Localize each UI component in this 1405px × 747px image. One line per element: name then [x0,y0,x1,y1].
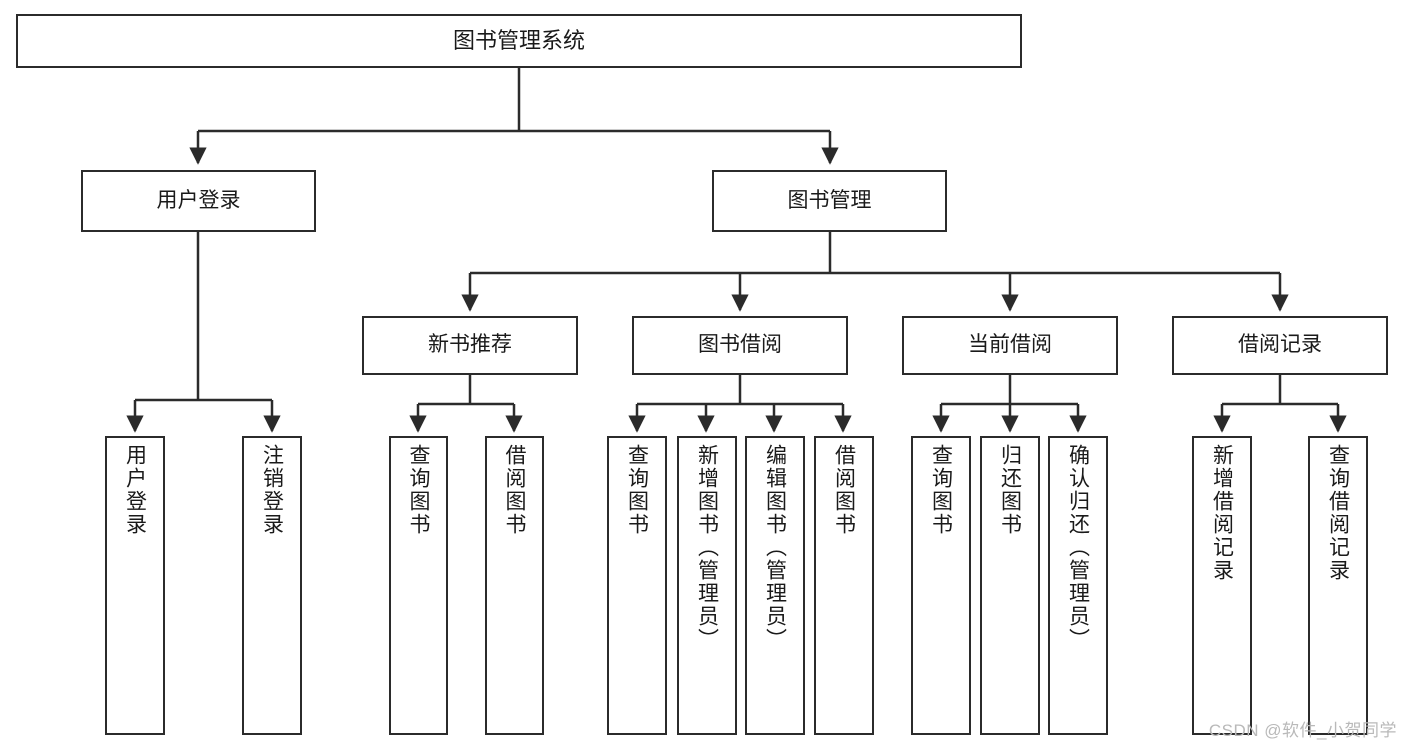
node-label: 用户登录 [156,188,241,212]
leaf-records-query-record[interactable]: 查询借阅记录 [1308,436,1368,735]
node-label: 借阅图书 [832,444,856,536]
node-label: 新增图书（管理员） [695,444,719,651]
node-new-book-recommend[interactable]: 新书推荐 [362,316,578,375]
node-label: 归还图书 [998,444,1022,536]
node-label: 图书管理 [787,188,872,212]
leaf-recommend-query-book[interactable]: 查询图书 [389,436,448,735]
node-label: 查询图书 [625,444,649,536]
leaf-current-query-book[interactable]: 查询图书 [911,436,971,735]
node-label: 确认归还（管理员） [1066,444,1090,651]
leaf-borrow-edit-book-admin[interactable]: 编辑图书（管理员） [745,436,805,735]
node-book-management[interactable]: 图书管理 [712,170,947,232]
node-borrow-records[interactable]: 借阅记录 [1172,316,1388,375]
node-label: 查询借阅记录 [1326,444,1350,582]
node-label: 编辑图书（管理员） [763,444,787,651]
leaf-recommend-borrow-book[interactable]: 借阅图书 [485,436,544,735]
leaf-current-return-book[interactable]: 归还图书 [980,436,1040,735]
node-label: 借阅图书 [503,444,526,536]
node-root-system[interactable]: 图书管理系统 [16,14,1022,68]
leaf-user-login-logout[interactable]: 注销登录 [242,436,302,735]
node-book-borrow[interactable]: 图书借阅 [632,316,848,375]
node-label: 图书借阅 [698,333,782,357]
node-label: 用户登录 [123,444,147,536]
node-label: 注销登录 [260,444,284,536]
leaf-user-login-login[interactable]: 用户登录 [105,436,165,735]
leaf-borrow-add-book-admin[interactable]: 新增图书（管理员） [677,436,737,735]
node-label: 当前借阅 [968,333,1052,357]
node-label: 借阅记录 [1238,333,1322,357]
node-label: 查询图书 [407,444,430,536]
node-label: 图书管理系统 [452,28,585,54]
node-label: 新书推荐 [428,333,512,357]
node-current-borrow[interactable]: 当前借阅 [902,316,1118,375]
node-user-login[interactable]: 用户登录 [81,170,316,232]
leaf-borrow-borrow-book[interactable]: 借阅图书 [814,436,874,735]
csdn-watermark: CSDN @软件_小贺同学 [1208,721,1397,740]
leaf-borrow-query-book[interactable]: 查询图书 [607,436,667,735]
node-label: 查询图书 [929,444,953,536]
node-label: 新增借阅记录 [1210,444,1234,582]
leaf-current-confirm-return-admin[interactable]: 确认归还（管理员） [1048,436,1108,735]
leaf-records-add-record[interactable]: 新增借阅记录 [1192,436,1252,735]
